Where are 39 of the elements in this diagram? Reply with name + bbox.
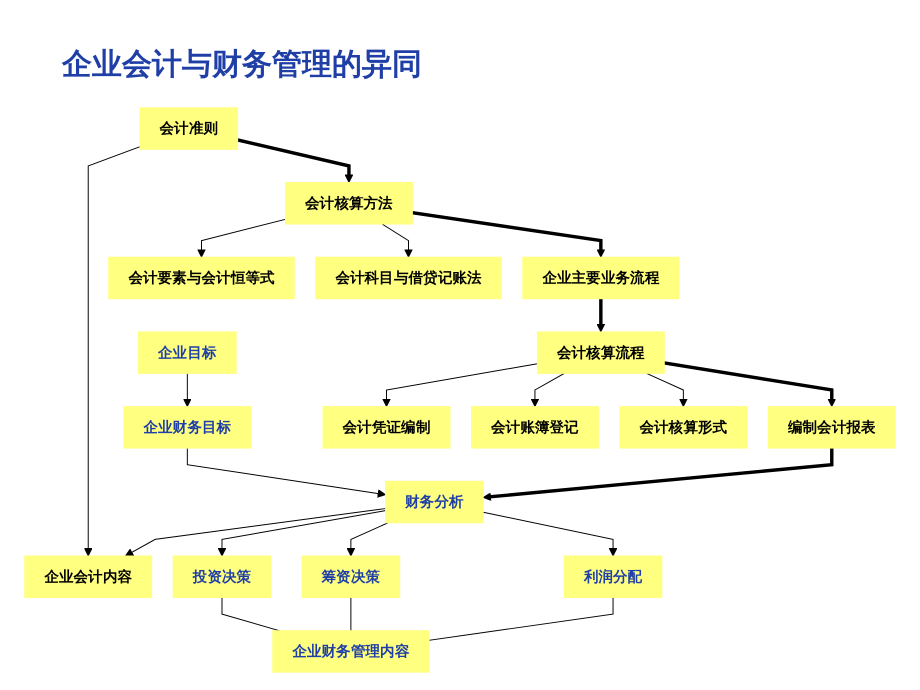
node-box: 企业会计内容 [24, 556, 152, 598]
connector [350, 597, 352, 632]
arrow [346, 522, 388, 556]
arrow [382, 224, 413, 258]
arrow [183, 372, 192, 407]
node-box: 企业财务管理内容 [272, 630, 430, 673]
node-box: 企业主要业务流程 [522, 256, 680, 300]
node-box: 利润分配 [564, 556, 662, 598]
node-box: 投资决策 [172, 556, 272, 598]
arrow [646, 372, 688, 407]
node-box: 会计账簿登记 [470, 406, 599, 449]
arrow [596, 298, 606, 332]
node-box: 筹资决策 [302, 556, 400, 598]
arrow [197, 218, 286, 258]
node-box: 会计准则 [139, 107, 238, 150]
node-box: 会计核算方法 [284, 182, 413, 224]
arrow [84, 146, 140, 556]
arrow [218, 510, 386, 556]
arrow [530, 372, 565, 407]
node-box: 会计核算流程 [536, 331, 665, 374]
node-box: 会计科目与借贷记账法 [315, 256, 502, 300]
arrow [237, 138, 354, 183]
arrow [382, 363, 538, 407]
node-box: 财务分析 [385, 480, 484, 524]
arrow [664, 361, 836, 407]
node-box: 会计凭证编制 [322, 406, 450, 449]
arrow [186, 448, 386, 498]
title: 企业会计与财务管理的异同 [62, 46, 422, 84]
arrow [482, 512, 618, 556]
connector [428, 597, 614, 641]
node-box: 企业财务目标 [123, 406, 252, 449]
node-box: 企业目标 [138, 331, 237, 374]
arrow [482, 448, 834, 501]
arrow [125, 508, 386, 556]
connector [222, 597, 280, 632]
arrow [412, 210, 606, 258]
node-box: 会计核算形式 [619, 406, 748, 449]
node-box: 编制会计报表 [768, 406, 896, 449]
node-box: 会计要素与会计恒等式 [108, 256, 295, 300]
